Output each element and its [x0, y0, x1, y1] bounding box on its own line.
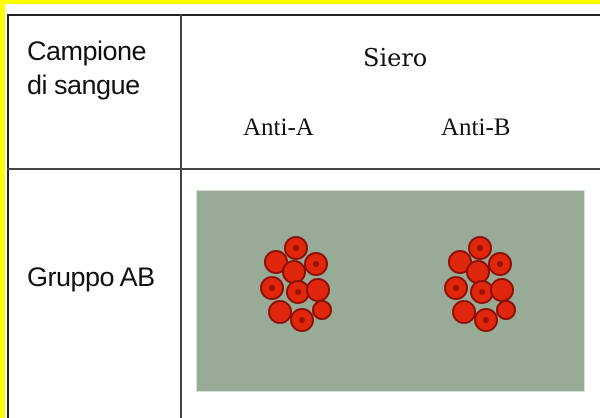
red-cell [448, 250, 472, 274]
red-cell-center [453, 285, 459, 291]
blood-group-label: Gruppo AB [27, 262, 155, 292]
test-panel [196, 190, 585, 392]
red-cell [490, 278, 514, 302]
red-cell [264, 250, 288, 274]
sample-column-header: Campione di sangue [27, 34, 167, 102]
red-cell-center [479, 289, 485, 295]
figure-frame: Campione di sangue Siero Anti-A Anti-B G… [5, 4, 600, 418]
anti-b-header: Anti-B [441, 114, 511, 141]
red-cell [282, 260, 306, 284]
anti-a-header: Anti-A [243, 114, 314, 141]
red-cell [268, 300, 292, 324]
serum-header: Siero [363, 44, 428, 72]
red-cell-center [295, 289, 301, 295]
red-cell-center [483, 317, 489, 323]
anti-b-agglutination-cluster [444, 236, 516, 332]
row-divider [7, 168, 600, 170]
column-divider [180, 14, 182, 418]
red-cell [306, 278, 330, 302]
red-cell-cluster [444, 236, 516, 332]
red-cell-center [313, 261, 319, 267]
red-cell-center [477, 245, 483, 251]
red-cell [466, 260, 490, 284]
table-border [7, 14, 600, 418]
red-cell [496, 300, 516, 320]
red-cell [312, 300, 332, 320]
red-cell [452, 300, 476, 324]
sample-header-text: Campione di sangue [27, 36, 147, 100]
anti-a-agglutination-cluster [260, 236, 332, 332]
red-cell-center [293, 245, 299, 251]
red-cell-center [299, 317, 305, 323]
red-cell-center [269, 285, 275, 291]
red-cell-cluster [260, 236, 332, 332]
red-cell-center [497, 261, 503, 267]
